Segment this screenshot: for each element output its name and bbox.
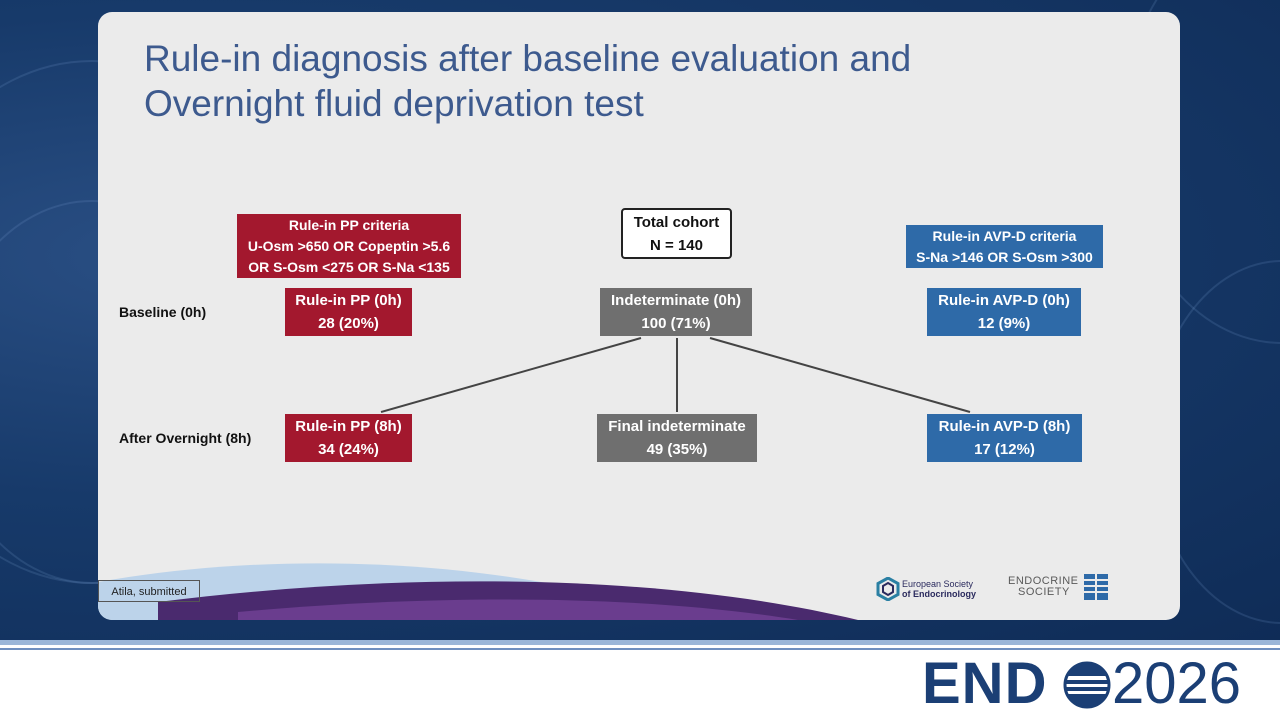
node-value: 49 (35%)	[646, 441, 708, 458]
ese-text-line-1: European Society	[902, 579, 974, 589]
node-label: Indeterminate (0h)	[610, 292, 742, 309]
node-label: Rule-in PP (0h)	[295, 292, 402, 309]
footer-stripe	[0, 640, 1280, 645]
decorative-swoosh	[98, 563, 858, 620]
es-logo-text: ENDOCRINE SOCIETY	[1008, 576, 1079, 598]
connector-to-pp	[380, 337, 642, 413]
total-cohort-label: Total cohort	[633, 214, 720, 231]
endo-brand-text: END	[922, 651, 1048, 716]
row-label-baseline: Baseline (0h)	[119, 304, 207, 320]
row-label-overnight: After Overnight (8h)	[119, 430, 252, 446]
slide-panel: Rule-in diagnosis after baseline evaluat…	[98, 12, 1180, 620]
citation-note: Atila, submitted	[98, 580, 200, 602]
slide-title: Rule-in diagnosis after baseline evaluat…	[144, 36, 1044, 126]
pp-criteria-box: Rule-in PP criteria U-Osm >650 OR Copept…	[237, 214, 461, 278]
flow-connectors	[380, 337, 971, 413]
avp-criteria-title: Rule-in AVP-D criteria	[932, 228, 1077, 244]
avp-criteria-box: Rule-in AVP-D criteria S-Na >146 OR S-Os…	[906, 225, 1103, 268]
total-cohort-value: N = 140	[650, 237, 703, 254]
node-value: 28 (20%)	[318, 315, 379, 332]
node-rule-in-avp-0h: Rule-in AVP-D (0h) 12 (9%)	[927, 288, 1081, 336]
node-rule-in-pp-8h: Rule-in PP (8h) 34 (24%)	[285, 414, 412, 462]
connector-to-avp	[709, 337, 971, 413]
node-label: Rule-in AVP-D (8h)	[938, 418, 1071, 435]
node-final-indeterminate: Final indeterminate 49 (35%)	[597, 414, 757, 462]
node-value: 100 (71%)	[641, 315, 711, 332]
node-rule-in-pp-0h: Rule-in PP (0h) 28 (20%)	[285, 288, 412, 336]
node-indeterminate-0h: Indeterminate (0h) 100 (71%)	[600, 288, 752, 336]
node-value: 17 (12%)	[974, 441, 1035, 458]
es-text-line-1: ENDOCRINE	[1008, 575, 1079, 587]
node-value: 12 (9%)	[977, 315, 1031, 332]
ese-hexagon-icon	[876, 577, 900, 601]
node-value: 34 (24%)	[318, 441, 379, 458]
title-line-2: Overnight fluid deprivation test	[144, 83, 644, 124]
endo-globe-icon	[1063, 661, 1111, 709]
footer-stripe-gap	[0, 645, 1280, 648]
node-rule-in-avp-8h: Rule-in AVP-D (8h) 17 (12%)	[927, 414, 1082, 462]
node-label: Rule-in PP (8h)	[295, 418, 402, 435]
node-label: Final indeterminate	[608, 418, 746, 435]
avp-criteria-line-1: S-Na >146 OR S-Osm >300	[916, 249, 1093, 265]
endocrine-society-logo: ENDOCRINE SOCIETY	[1008, 574, 1112, 602]
pp-criteria-title: Rule-in PP criteria	[288, 217, 410, 233]
es-stripes-icon	[1084, 574, 1108, 600]
total-cohort-box: Total cohort N = 140	[621, 208, 732, 259]
node-label: Rule-in AVP-D (0h)	[938, 292, 1070, 309]
title-line-1: Rule-in diagnosis after baseline evaluat…	[144, 38, 912, 79]
pp-criteria-line-2: OR S-Osm <275 OR S-Na <135	[248, 259, 450, 275]
ese-text-line-2: of Endocrinology	[902, 589, 976, 599]
es-text-line-2: SOCIETY	[1018, 586, 1070, 598]
ese-logo: European Society of Endocrinology	[876, 574, 980, 604]
footer-stripe-thin	[0, 648, 1280, 650]
endo-year-text: 2026	[1112, 651, 1242, 716]
ese-logo-text: European Society of Endocrinology	[902, 579, 976, 599]
pp-criteria-line-1: U-Osm >650 OR Copeptin >5.6	[247, 238, 451, 254]
